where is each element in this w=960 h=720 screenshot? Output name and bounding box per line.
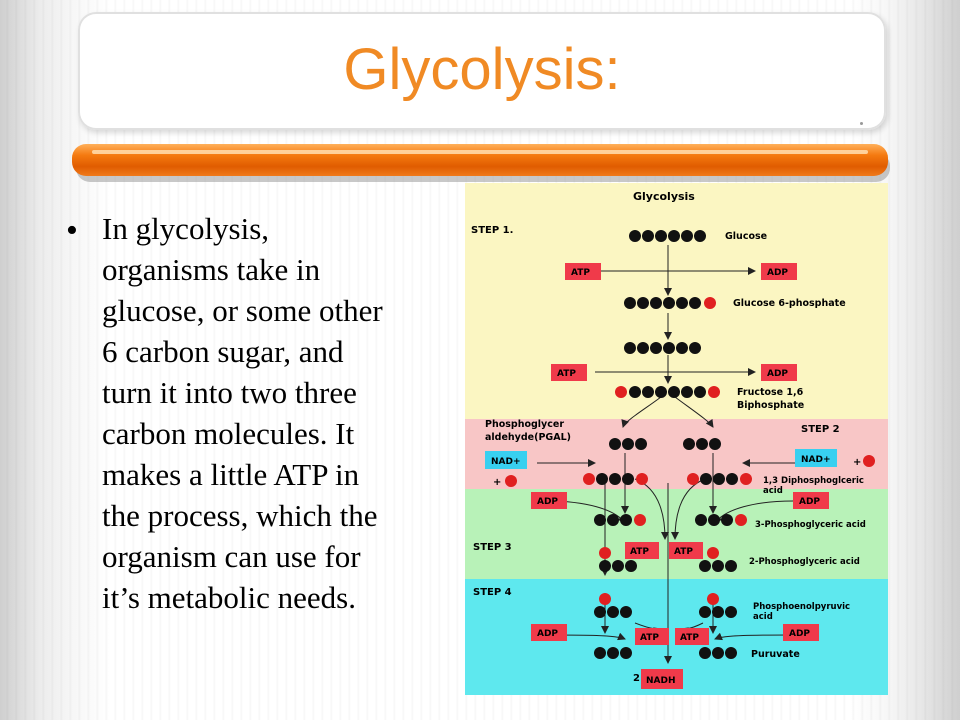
g6p-label: Glucose 6-phosphate — [733, 298, 846, 309]
phosphate-dot — [863, 455, 875, 467]
atp-box: ATP — [625, 542, 659, 559]
svg-text:ATP: ATP — [680, 633, 699, 643]
pga2-molecules — [599, 547, 737, 572]
plus-sign: + — [493, 477, 501, 488]
g6p-molecule — [624, 297, 716, 309]
nad-box: NAD+ — [485, 451, 527, 469]
adp-box: ADP — [761, 263, 797, 280]
decorative-dot — [860, 122, 863, 125]
atp-box: ATP — [635, 628, 669, 645]
pyruvate-molecules — [594, 647, 737, 659]
atp-box: ATP — [675, 628, 709, 645]
svg-text:ATP: ATP — [571, 268, 590, 278]
pga2-label: 2-Phosphoglyceric acid — [749, 557, 860, 567]
dpg-label-1: 1,3 Diphosphoglceric — [763, 476, 864, 486]
bullet-line: organism can use for — [102, 539, 361, 574]
step2-label: STEP 2 — [801, 424, 840, 435]
adp-box: ADP — [793, 492, 829, 509]
svg-text:ADP: ADP — [537, 629, 558, 639]
plus-sign: + — [853, 457, 861, 468]
svg-text:ADP: ADP — [537, 497, 558, 507]
atp-box: ATP — [565, 263, 601, 280]
svg-text:ATP: ATP — [630, 547, 649, 557]
pgal-molecules — [609, 438, 721, 450]
title-rule — [72, 144, 888, 176]
pathway-arrows — [537, 245, 803, 664]
bullet-line: carbon molecules. It — [102, 416, 355, 451]
svg-text:ADP: ADP — [767, 369, 788, 379]
adp-box: ADP — [783, 624, 819, 641]
pep-label-1: Phosphoenolpyruvic — [753, 602, 850, 612]
pgal-label-1: Phosphoglycer — [485, 419, 564, 430]
pep-label-2: acid — [753, 612, 773, 622]
step3-label: STEP 3 — [473, 542, 512, 553]
step4-label: STEP 4 — [473, 587, 512, 598]
title-rule-highlight — [92, 150, 868, 154]
slide-title: Glycolysis: — [343, 37, 621, 102]
step1-label: STEP 1. — [471, 225, 513, 236]
bullet-line: makes a little ATP in — [102, 457, 360, 492]
adp-box: ADP — [531, 492, 567, 509]
bullet-line: the process, which the — [102, 498, 378, 533]
bullet-line: 6 carbon sugar, and — [102, 334, 344, 369]
bullet-text: In glycolysis, organisms take in glucose… — [102, 208, 452, 618]
dpg-label-2: acid — [763, 486, 783, 496]
pga3-molecules — [594, 514, 747, 526]
pyruvate-label: Puruvate — [751, 649, 800, 660]
fbp-molecule — [615, 386, 720, 398]
glucose-label: Glucose — [725, 231, 767, 242]
svg-text:ATP: ATP — [674, 547, 693, 557]
svg-text:NAD+: NAD+ — [491, 457, 521, 467]
nad-box: NAD+ — [795, 449, 837, 467]
pgal-label-2: aldehyde(PGAL) — [485, 432, 571, 443]
svg-text:ADP: ADP — [799, 497, 820, 507]
pep-molecules — [594, 593, 737, 618]
svg-text:ADP: ADP — [789, 629, 810, 639]
glucose-molecule — [629, 230, 706, 242]
bullet-line: it’s metabolic needs. — [102, 580, 356, 615]
adp-box: ADP — [531, 624, 567, 641]
atp-box: ATP — [551, 364, 587, 381]
title-panel — [78, 12, 886, 130]
bullet-line: glucose, or some other — [102, 293, 383, 328]
svg-text:NADH: NADH — [646, 676, 676, 686]
diagram-title: Glycolysis — [633, 190, 695, 203]
adp-box: ADP — [761, 364, 797, 381]
fbp-label-2: Biphosphate — [737, 400, 804, 411]
two-label: 2 — [633, 673, 640, 684]
fbp-label-1: Fructose 1,6 — [737, 387, 804, 398]
glycolysis-diagram: Glycolysis STEP 1. STEP 2 STEP 3 STEP 4 … — [465, 183, 888, 695]
pga3-label: 3-Phosphoglyceric acid — [755, 520, 866, 530]
nadh-box: NADH — [641, 669, 683, 689]
phosphate-dot — [505, 475, 517, 487]
svg-text:ATP: ATP — [640, 633, 659, 643]
svg-text:ADP: ADP — [767, 268, 788, 278]
svg-text:NAD+: NAD+ — [801, 455, 831, 465]
bullet-line: turn it into two three — [102, 375, 357, 410]
bullet-icon: • — [66, 212, 78, 249]
atp-box: ATP — [669, 542, 703, 559]
bullet-line: In glycolysis, — [102, 211, 270, 246]
bullet-line: organisms take in — [102, 252, 321, 287]
svg-text:ATP: ATP — [557, 369, 576, 379]
dpg-molecules — [583, 473, 752, 485]
fructose-6p-molecule — [624, 342, 701, 354]
